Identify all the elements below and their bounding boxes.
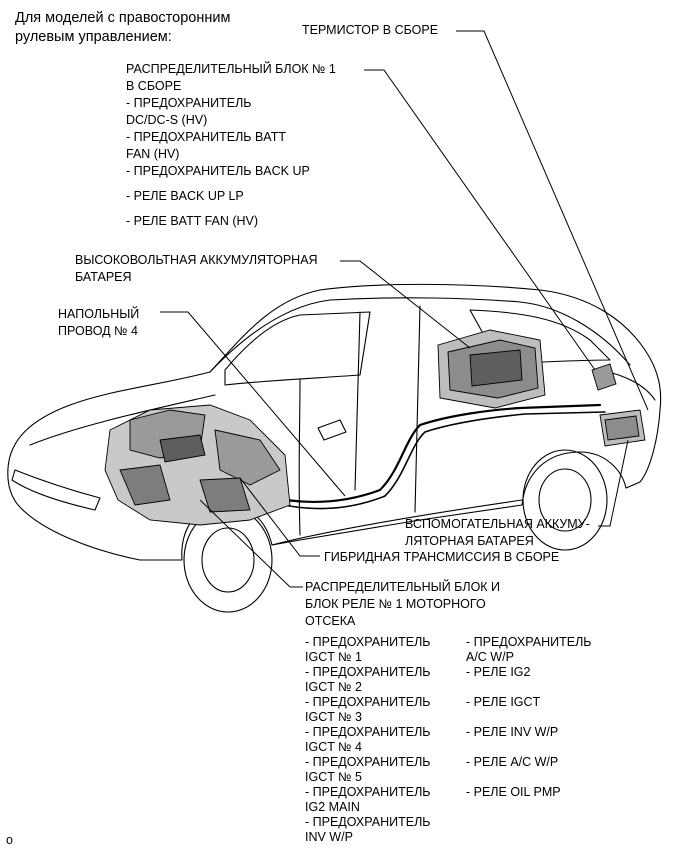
hv-battery-label: ВЫСОКОВОЛЬТНАЯ АККУМУЛЯТОРНАЯ БАТАРЕЯ — [75, 252, 318, 286]
rear-wheel-outer — [522, 449, 608, 551]
floor-harness-2 — [261, 411, 606, 510]
aux-battery-line: ВСПОМОГАТЕЛЬНАЯ АККУМУ- — [405, 517, 590, 531]
leader-thermistor — [456, 30, 649, 411]
list-item: - РЕЛЕ A/C W/P — [466, 755, 559, 769]
car-door-line-2 — [298, 379, 301, 536]
thermistor-part — [591, 363, 617, 391]
hv-battery-pack — [437, 329, 546, 409]
engine-box-line: БЛОК РЕЛЕ № 1 МОТОРНОГО — [305, 597, 486, 611]
floor-wire-line: ПРОВОД № 4 — [58, 324, 138, 338]
pdb1-relay: - РЕЛЕ BATT FAN (HV) — [126, 214, 259, 228]
floor-wire-label: НАПОЛЬНЫЙ ПРОВОД № 4 — [58, 306, 139, 340]
pdb1-line: - ПРЕДОХРАНИТЕЛЬ BACK UP — [126, 164, 310, 178]
car-mirror — [317, 419, 347, 441]
aux-battery-label: ВСПОМОГАТЕЛЬНАЯ АККУМУ- ЛЯТОРНАЯ БАТАРЕЯ — [405, 516, 590, 550]
car-door-line — [414, 305, 421, 513]
leader-hv-battery — [340, 260, 471, 349]
footer-mark: o — [6, 833, 13, 847]
car-roof — [209, 297, 631, 373]
pdb1-line: - ПРЕДОХРАНИТЕЛЬ BATT — [126, 130, 286, 144]
car-b-pillar — [354, 311, 361, 491]
pdb1-line: DC/DC-S (HV) — [126, 113, 208, 127]
pdb1-label: РАСПРЕДЕЛИТЕЛЬНЫЙ БЛОК № 1 В СБОРЕ - ПРЕ… — [126, 61, 336, 230]
engine-box-line: РАСПРЕДЕЛИТЕЛЬНЫЙ БЛОК И — [305, 580, 501, 594]
car-hood-line — [29, 394, 216, 446]
engine-box-line: ОТСЕКА — [305, 614, 356, 628]
header-line-1: Для моделей с правосторонним — [15, 10, 231, 26]
car-windshield — [224, 311, 371, 386]
list-item: - РЕЛЕ IG2 — [466, 665, 531, 679]
list-item: - РЕЛЕ INV W/P — [466, 725, 559, 739]
leader-pdb1 — [364, 69, 596, 371]
aux-battery — [599, 409, 646, 447]
engine-box-label: РАСПРЕДЕЛИТЕЛЬНЫЙ БЛОК И БЛОК РЕЛЕ № 1 М… — [305, 579, 500, 630]
floor-wire-line: НАПОЛЬНЫЙ — [58, 307, 140, 321]
leader-engine-box — [199, 499, 303, 588]
pdb1-line: РАСПРЕДЕЛИТЕЛЬНЫЙ БЛОК № 1 — [126, 62, 336, 76]
rear-wheel-inner — [538, 468, 592, 532]
front-wheel-inner — [201, 527, 255, 593]
leader-aux-battery — [598, 439, 629, 527]
leader-floor-wire — [160, 311, 346, 497]
pdb1-line: - ПРЕДОХРАНИТЕЛЬ — [126, 96, 252, 110]
leader-hybrid-transmission — [239, 477, 320, 557]
aux-battery-line: ЛЯТОРНАЯ БАТАРЕЯ — [405, 534, 534, 548]
hybrid-transmission-label: ГИБРИДНАЯ ТРАНСМИССИЯ В СБОРЕ — [324, 550, 560, 564]
engine-assembly — [104, 404, 291, 526]
car-headlight — [11, 469, 101, 511]
header-line-2: рулевым управлением: — [15, 29, 172, 45]
pdb1-relay: - РЕЛЕ BACK UP LP — [126, 189, 244, 203]
car-sill — [271, 499, 523, 546]
pdb1-line: FAN (HV) — [126, 147, 180, 161]
pdb1-line: В СБОРЕ — [126, 79, 182, 93]
thermistor-label: ТЕРМИСТОР В СБОРЕ — [302, 23, 439, 37]
hv-battery-line: БАТАРЕЯ — [75, 270, 132, 284]
floor-harness — [258, 403, 602, 504]
list-item: - РЕЛЕ IGCT — [466, 695, 541, 709]
list-item: - РЕЛЕ OIL PMP — [466, 785, 561, 799]
header-note: Для моделей с правосторонним рулевым упр… — [15, 9, 230, 47]
hv-battery-line: ВЫСОКОВОЛЬТНАЯ АККУМУЛЯТОРНАЯ — [75, 253, 318, 267]
